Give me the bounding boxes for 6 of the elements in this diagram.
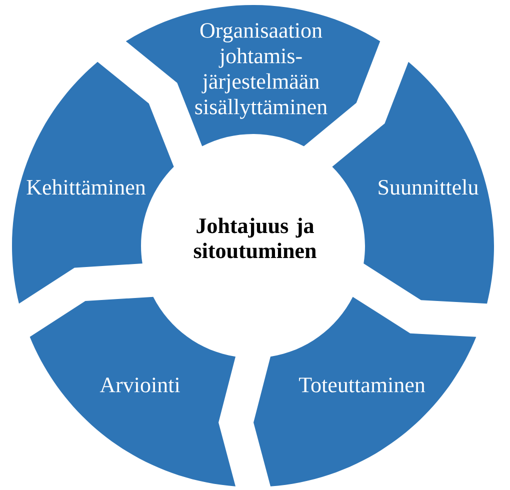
ring-segment: Kehittäminen [12,62,174,304]
ring-segment: Organisaation johtamis-järjestelmään sisällyttäminen [126,5,380,146]
ring-segment: Suunnittelu [332,62,494,304]
center-title: Johtajuus ja sitoutuminen [194,218,316,258]
ring-segment: Arviointi [30,296,236,486]
ring-segment: Toteuttaminen [254,296,476,486]
